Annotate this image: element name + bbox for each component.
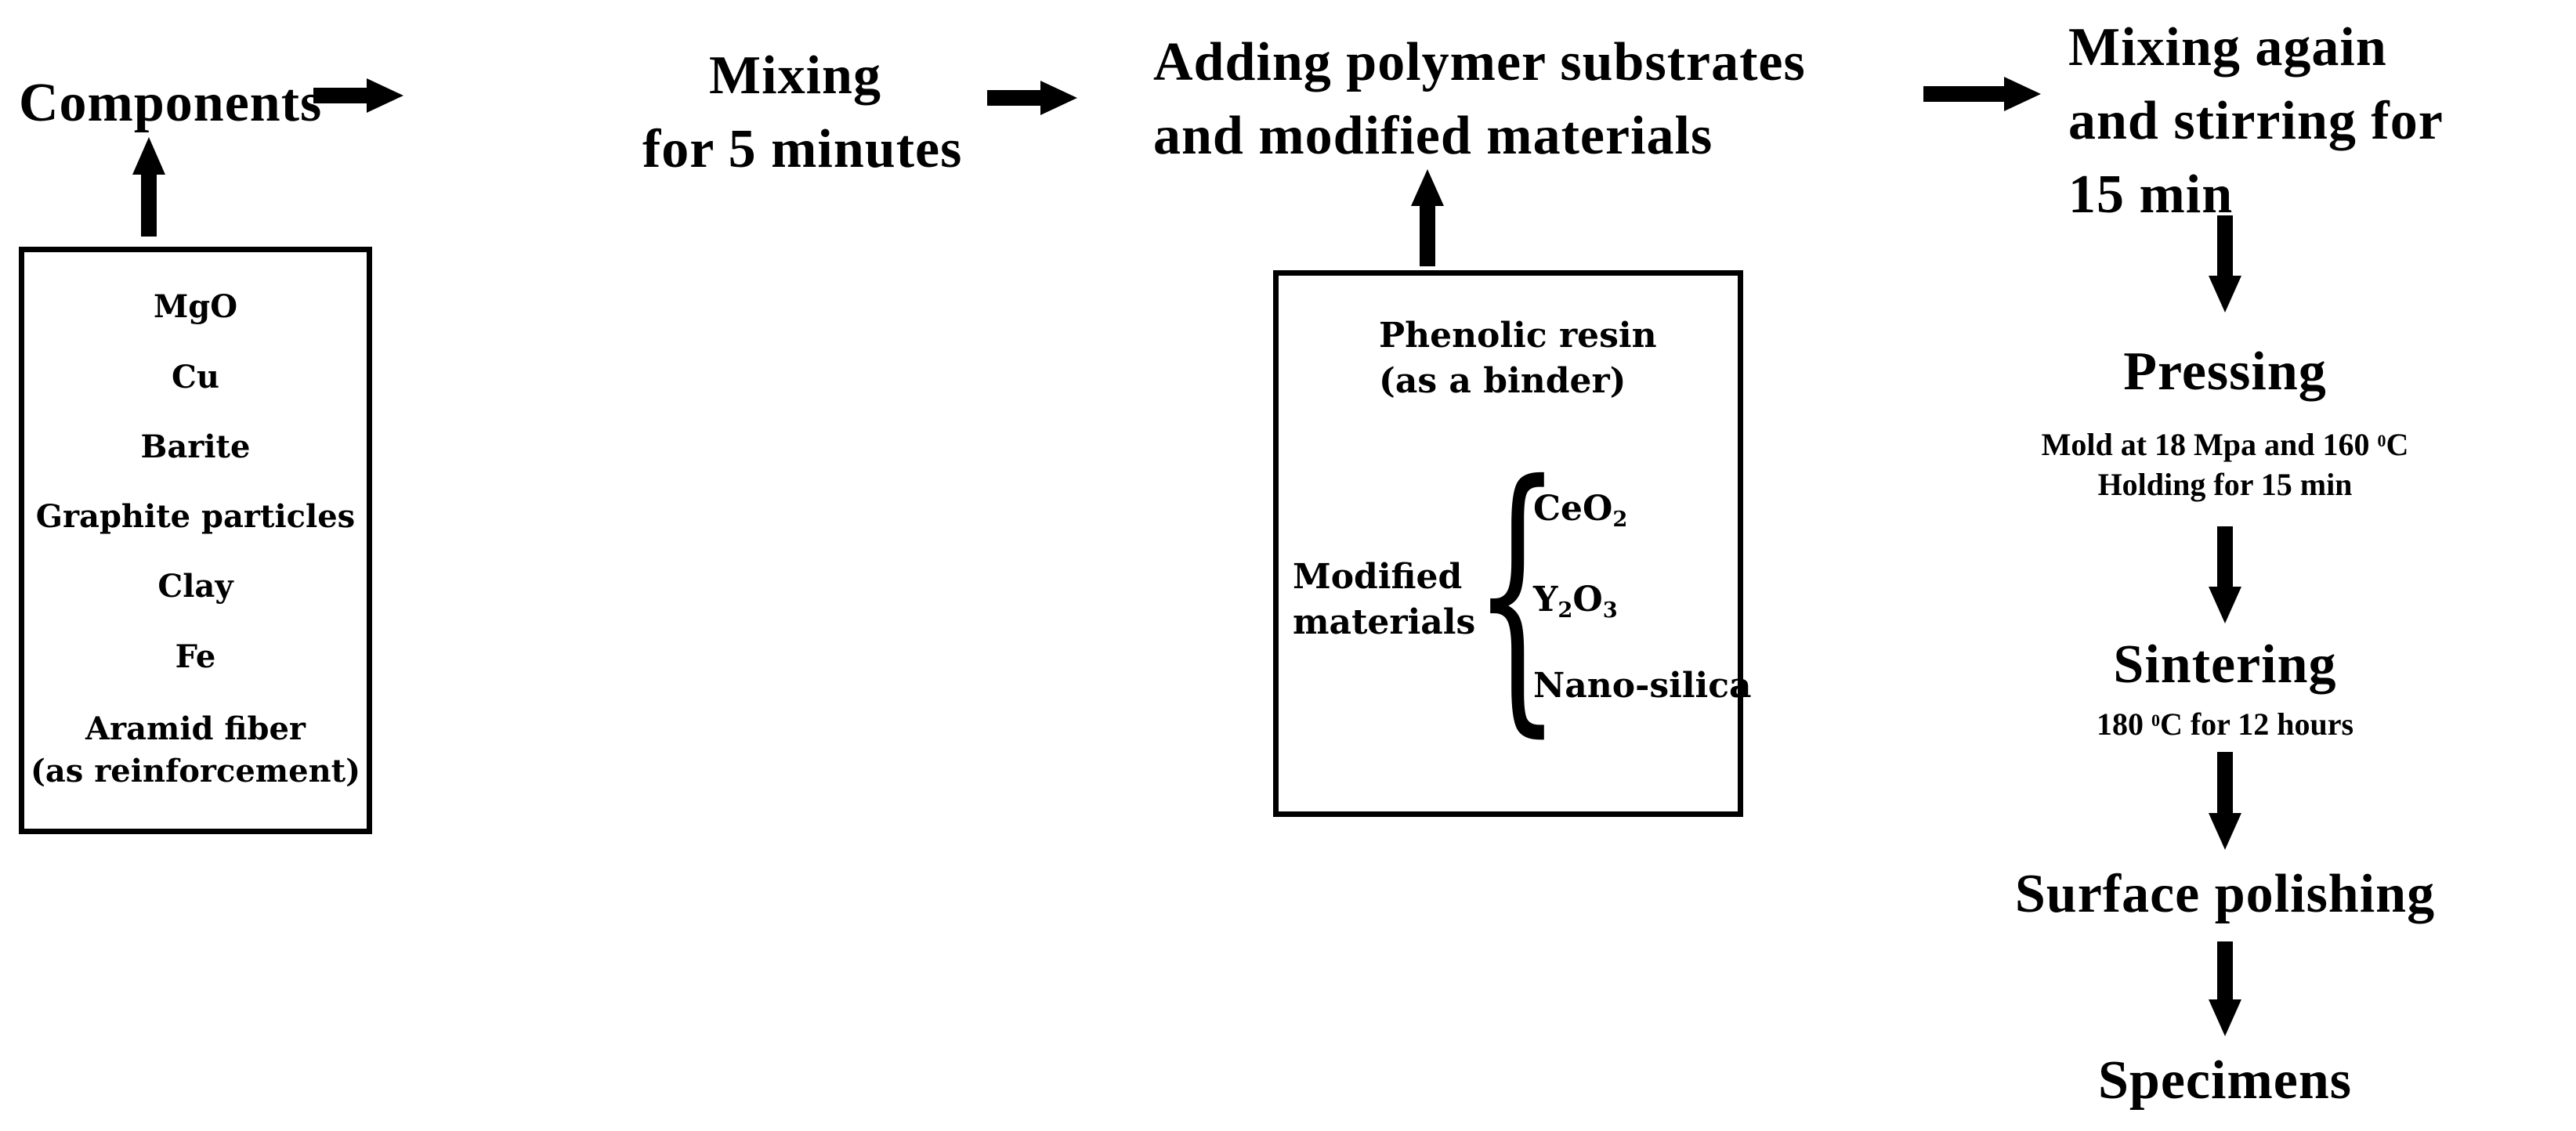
pressing-detail-mold: Mold at 18 Mpa and 160 0C: [2041, 427, 2409, 462]
arrow-down-to-sintering-icon: [2209, 526, 2241, 623]
step-mixing-label: Mixing for 5 minutes: [642, 45, 963, 179]
left-brace-icon: {: [1473, 425, 1561, 761]
sintering-detail: 180 0C for 12 hours: [2096, 706, 2354, 742]
arrow-up-components-box-icon: [132, 137, 165, 237]
component-item-reinforcement: Aramid fiber (as reinforcement): [30, 710, 361, 790]
modified-material-item: Nano-silica: [1533, 666, 1752, 706]
modified-material-item: Y2O3: [1533, 580, 1618, 623]
arrow-right-mixing-to-adding-icon: [987, 81, 1077, 115]
component-item: MgO: [153, 288, 238, 326]
step-mixing-again-label: Mixing again and stirring for 15 min: [2068, 17, 2444, 225]
arrow-right-components-to-mixing-icon: [313, 78, 403, 113]
step-components-label: Components: [19, 73, 323, 133]
additives-box: Phenolic resin (as a binder) Modified ma…: [1273, 270, 1752, 817]
binder-label: Phenolic resin (as a binder): [1379, 316, 1657, 401]
arrow-down-to-surface-polishing-icon: [2209, 752, 2241, 850]
step-specimens-label: Specimens: [2098, 1050, 2352, 1111]
arrow-down-to-pressing-icon: [2209, 215, 2241, 313]
arrow-right-adding-to-mixing-again-icon: [1923, 77, 2041, 111]
component-item: Barite: [140, 428, 251, 465]
step-pressing-label: Pressing: [2123, 341, 2327, 402]
arrow-up-additives-box-icon: [1411, 169, 1444, 266]
component-item: Cu: [172, 358, 219, 396]
components-box: MgO Cu Barite Graphite particles Clay Fe…: [19, 247, 372, 834]
pressing-detail-holding: Holding for 15 min: [2097, 467, 2353, 502]
modified-material-item: CeO2: [1533, 489, 1628, 533]
step-sintering-label: Sintering: [2113, 634, 2337, 695]
modified-materials-label: Modified materials: [1293, 557, 1476, 642]
step-surface-polishing-label: Surface polishing: [2014, 864, 2436, 924]
step-adding-label: Adding polymer substrates and modified m…: [1153, 32, 1806, 166]
component-item: Clay: [157, 568, 233, 605]
arrow-down-to-specimens-icon: [2209, 941, 2241, 1036]
component-item: Fe: [175, 638, 216, 675]
component-item: Graphite particles: [35, 498, 356, 535]
